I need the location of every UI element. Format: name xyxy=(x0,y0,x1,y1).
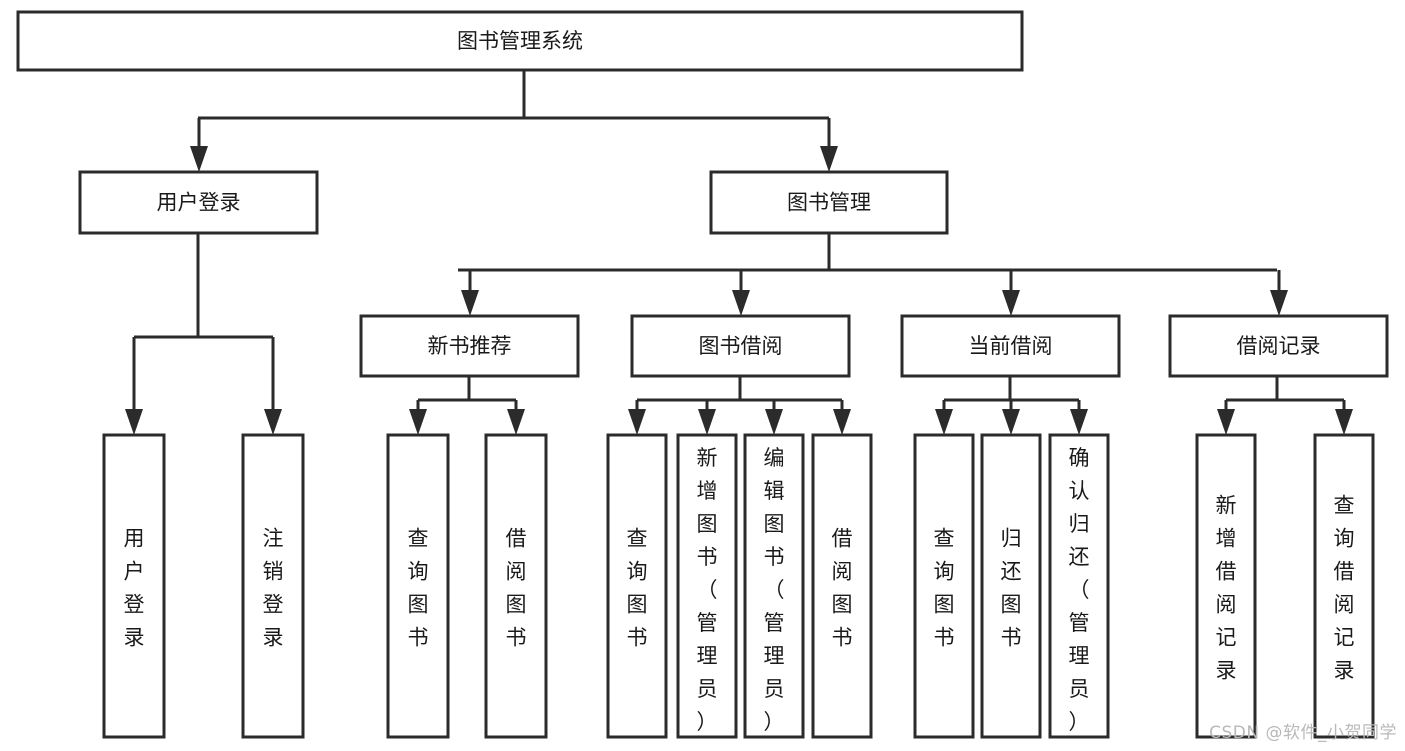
node-label-leaf-user-logout: 注销登录 xyxy=(263,527,284,650)
node-label-leaf-current-return: 归还图书 xyxy=(1001,527,1022,650)
node-borrow[interactable]: 图书借阅 xyxy=(630,314,851,378)
node-box-leaf-user-login[interactable] xyxy=(102,433,166,739)
node-leaf-borrow-edit[interactable]: 编辑图书（管理员） xyxy=(743,433,805,739)
node-label-leaf-user-login: 用户登录 xyxy=(124,527,145,650)
node-leaf-record-add[interactable]: 新增借阅记录 xyxy=(1195,433,1257,739)
arrow-head-icon xyxy=(1335,409,1353,435)
node-label-record: 借阅记录 xyxy=(1237,334,1321,358)
node-box-leaf-current-return[interactable] xyxy=(980,433,1042,739)
node-label-leaf-record-add: 新增借阅记录 xyxy=(1216,494,1237,683)
arrow-head-icon xyxy=(1070,409,1088,435)
node-box-leaf-current-confirm[interactable] xyxy=(1048,433,1110,739)
node-label-leaf-borrow-edit: 编辑图书（管理员） xyxy=(764,446,785,734)
node-label-bookmgmt: 图书管理 xyxy=(787,191,871,215)
node-leaf-borrow-add[interactable]: 新增图书（管理员） xyxy=(676,433,738,739)
arrow-head-icon xyxy=(190,146,208,172)
node-label-borrow: 图书借阅 xyxy=(699,334,783,358)
arrow-head-icon xyxy=(1002,290,1020,316)
node-label-leaf-record-query: 查询借阅记录 xyxy=(1334,494,1355,683)
node-login[interactable]: 用户登录 xyxy=(78,170,319,235)
arrow-head-icon xyxy=(765,409,783,435)
node-leaf-borrow-query[interactable]: 查询图书 xyxy=(606,433,668,739)
node-box-leaf-record-add[interactable] xyxy=(1195,433,1257,739)
node-bookmgmt[interactable]: 图书管理 xyxy=(709,170,949,235)
node-label-login: 用户登录 xyxy=(157,191,241,215)
node-box-current[interactable] xyxy=(900,314,1121,378)
watermark-label: CSDN @软件_小贺同学 xyxy=(1209,723,1397,743)
connector-group-newbook xyxy=(409,376,525,435)
connector-group-login xyxy=(125,233,282,435)
connector-group-borrow xyxy=(628,376,851,435)
node-box-newbook[interactable] xyxy=(359,314,580,378)
connector-group-root xyxy=(190,70,838,172)
node-box-bookmgmt[interactable] xyxy=(709,170,949,235)
arrow-head-icon xyxy=(409,409,427,435)
node-newbook[interactable]: 新书推荐 xyxy=(359,314,580,378)
node-box-record[interactable] xyxy=(1168,314,1389,378)
connector-layer xyxy=(125,70,1353,435)
node-box-leaf-new-query[interactable] xyxy=(386,433,450,739)
node-leaf-user-logout[interactable]: 注销登录 xyxy=(241,433,305,739)
node-leaf-new-borrow[interactable]: 借阅图书 xyxy=(484,433,548,739)
node-label-leaf-borrow-add: 新增图书（管理员） xyxy=(697,446,718,734)
arrow-head-icon xyxy=(628,409,646,435)
arrow-head-icon xyxy=(820,146,838,172)
node-box-root[interactable] xyxy=(16,10,1024,72)
node-box-leaf-user-logout[interactable] xyxy=(241,433,305,739)
arrow-head-icon xyxy=(1002,409,1020,435)
node-box-login[interactable] xyxy=(78,170,319,235)
arrow-head-icon xyxy=(833,409,851,435)
arrow-head-icon xyxy=(698,409,716,435)
node-box-leaf-new-borrow[interactable] xyxy=(484,433,548,739)
node-label-leaf-current-query: 查询图书 xyxy=(934,527,955,650)
arrow-head-icon xyxy=(461,290,479,316)
arrow-head-icon xyxy=(1270,290,1288,316)
node-box-leaf-borrow-lend[interactable] xyxy=(811,433,873,739)
node-box-borrow[interactable] xyxy=(630,314,851,378)
arrow-head-icon xyxy=(732,290,750,316)
node-box-leaf-record-query[interactable] xyxy=(1313,433,1375,739)
connector-group-bookmgmt xyxy=(458,233,1288,316)
node-label-leaf-borrow-query: 查询图书 xyxy=(627,527,648,650)
node-root[interactable]: 图书管理系统 xyxy=(16,10,1024,72)
node-label-leaf-new-query: 查询图书 xyxy=(408,527,429,650)
node-box-leaf-borrow-edit[interactable] xyxy=(743,433,805,739)
node-leaf-borrow-lend[interactable]: 借阅图书 xyxy=(811,433,873,739)
arrow-head-icon xyxy=(264,409,282,435)
node-leaf-current-return[interactable]: 归还图书 xyxy=(980,433,1042,739)
node-label-newbook: 新书推荐 xyxy=(428,334,512,358)
node-leaf-record-query[interactable]: 查询借阅记录 xyxy=(1313,433,1375,739)
node-leaf-user-login[interactable]: 用户登录 xyxy=(102,433,166,739)
connector-group-current xyxy=(935,376,1088,435)
node-box-leaf-borrow-query[interactable] xyxy=(606,433,668,739)
arrow-head-icon xyxy=(1217,409,1235,435)
node-label-leaf-current-confirm: 确认归还（管理员） xyxy=(1069,446,1090,734)
node-box-leaf-borrow-add[interactable] xyxy=(676,433,738,739)
node-leaf-current-confirm[interactable]: 确认归还（管理员） xyxy=(1048,433,1110,739)
arrow-head-icon xyxy=(935,409,953,435)
node-label-root: 图书管理系统 xyxy=(457,29,583,53)
node-box-leaf-current-query[interactable] xyxy=(913,433,975,739)
node-current[interactable]: 当前借阅 xyxy=(900,314,1121,378)
node-record[interactable]: 借阅记录 xyxy=(1168,314,1389,378)
connector-group-record xyxy=(1217,376,1353,435)
node-leaf-new-query[interactable]: 查询图书 xyxy=(386,433,450,739)
node-label-leaf-borrow-lend: 借阅图书 xyxy=(832,527,853,650)
node-label-current: 当前借阅 xyxy=(969,334,1053,358)
node-leaf-current-query[interactable]: 查询图书 xyxy=(913,433,975,739)
node-label-leaf-new-borrow: 借阅图书 xyxy=(506,527,527,650)
arrow-head-icon xyxy=(125,409,143,435)
arrow-head-icon xyxy=(507,409,525,435)
node-layer: 图书管理系统用户登录图书管理新书推荐图书借阅当前借阅借阅记录用户登录注销登录查询… xyxy=(16,10,1389,739)
